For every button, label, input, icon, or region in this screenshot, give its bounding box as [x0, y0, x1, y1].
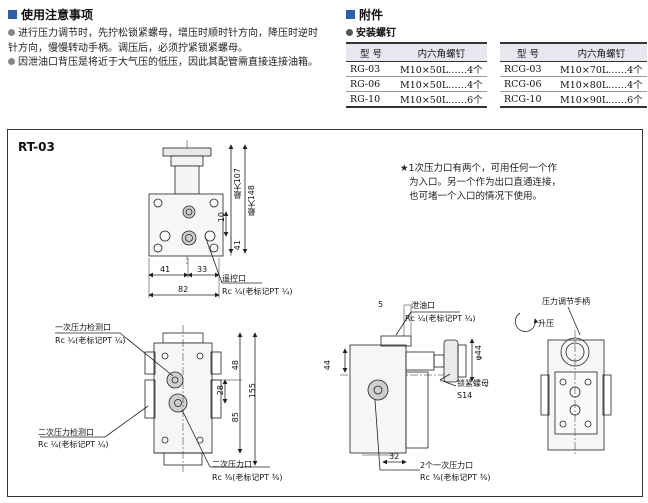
dim-5: 5 — [378, 300, 384, 309]
note-item-2: 因泄油口背压是将近于大气压的低压，因此其配管需直接连接油箱。 — [8, 56, 324, 71]
label-p1-gauge: 一次压力检测口 — [55, 323, 111, 332]
usage-notes: 使用注意事项 进行压力调节时，先拧松锁紧螺母，增压时顺时针方向，降压时逆时针方向… — [8, 6, 324, 71]
label-pilot-port: 遥控口 — [222, 274, 246, 283]
label-p2-port-rc: Rc ⅜(老标记PT ⅜) — [212, 473, 283, 482]
top-view — [148, 140, 262, 298]
dot-bullet-icon — [346, 29, 353, 36]
dim-max107: 最大107 — [233, 168, 242, 200]
dim-33: 33 — [197, 265, 208, 274]
drawing-frame — [7, 129, 643, 497]
header-screw: 内六角螺钉 — [396, 42, 487, 62]
dim-41-vertical: 41 — [233, 240, 242, 251]
header-screw: 内六角螺钉 — [556, 42, 647, 62]
label-drain-rc: Rc ¼(老标记PT ¼) — [405, 314, 476, 323]
dim-85: 85 — [231, 412, 240, 423]
dim-155: 155 — [248, 383, 257, 399]
dim-max148: 最大148 — [247, 185, 256, 217]
label-p2-port: 二次压力口 — [212, 460, 252, 469]
dim-32: 32 — [389, 452, 400, 461]
label-p2-gauge: 二次压力检测口 — [38, 428, 94, 437]
label-p1-port: 2个一次压力口 — [420, 461, 474, 470]
accessories-section: 附件 安装螺钉 — [346, 6, 396, 39]
label-lock-nut-size: S14 — [457, 391, 473, 400]
side-view — [340, 304, 475, 471]
label-pilot-port-rc: Rc ¼(老标记PT ¼) — [222, 287, 293, 296]
accessories-subtitle: 安装螺钉 — [346, 24, 396, 39]
dim-28: 28 — [216, 385, 225, 396]
label-lock-nut: 锁紧螺母 — [457, 379, 489, 388]
model-title: RT-03 — [18, 140, 55, 154]
usage-notes-title: 使用注意事项 — [8, 6, 324, 23]
dim-82: 82 — [178, 285, 189, 294]
accessories-title: 附件 — [346, 6, 396, 23]
rear-view — [514, 306, 612, 455]
dim-41: 41 — [160, 265, 171, 274]
label-p1-port-rc: Rc ⅜(老标记PT ⅜) — [420, 473, 491, 482]
dim-phi44: φ44 — [474, 345, 483, 361]
square-bullet-icon — [8, 10, 17, 19]
label-handle: 压力调节手柄 — [542, 297, 590, 306]
label-drain: 泄油口 — [411, 301, 435, 310]
header-model: 型 号 — [346, 42, 396, 62]
label-increase: 升压 — [538, 319, 554, 328]
dim-10: 10 — [217, 212, 226, 223]
front-view — [40, 325, 270, 472]
dot-bullet-icon — [8, 29, 15, 36]
dot-bullet-icon — [8, 58, 15, 65]
dim-44: 44 — [323, 360, 332, 371]
label-p2-gauge-rc: Rc ¼(老标记PT ¼) — [38, 440, 109, 449]
dim-48: 48 — [231, 360, 240, 371]
header-model: 型 号 — [500, 42, 556, 62]
square-bullet-icon — [346, 10, 355, 19]
label-p1-gauge-rc: Rc ¼(老标记PT ¼) — [55, 336, 126, 345]
note-item-1: 进行压力调节时，先拧松锁紧螺母，增压时顺时针方向，降压时逆时针方向，慢慢转动手柄… — [8, 28, 318, 54]
star-note: ★1次压力口有两个，可用任何一个作 为入口。另一个作为出口直通连接， 也可堵一个… — [400, 163, 562, 202]
